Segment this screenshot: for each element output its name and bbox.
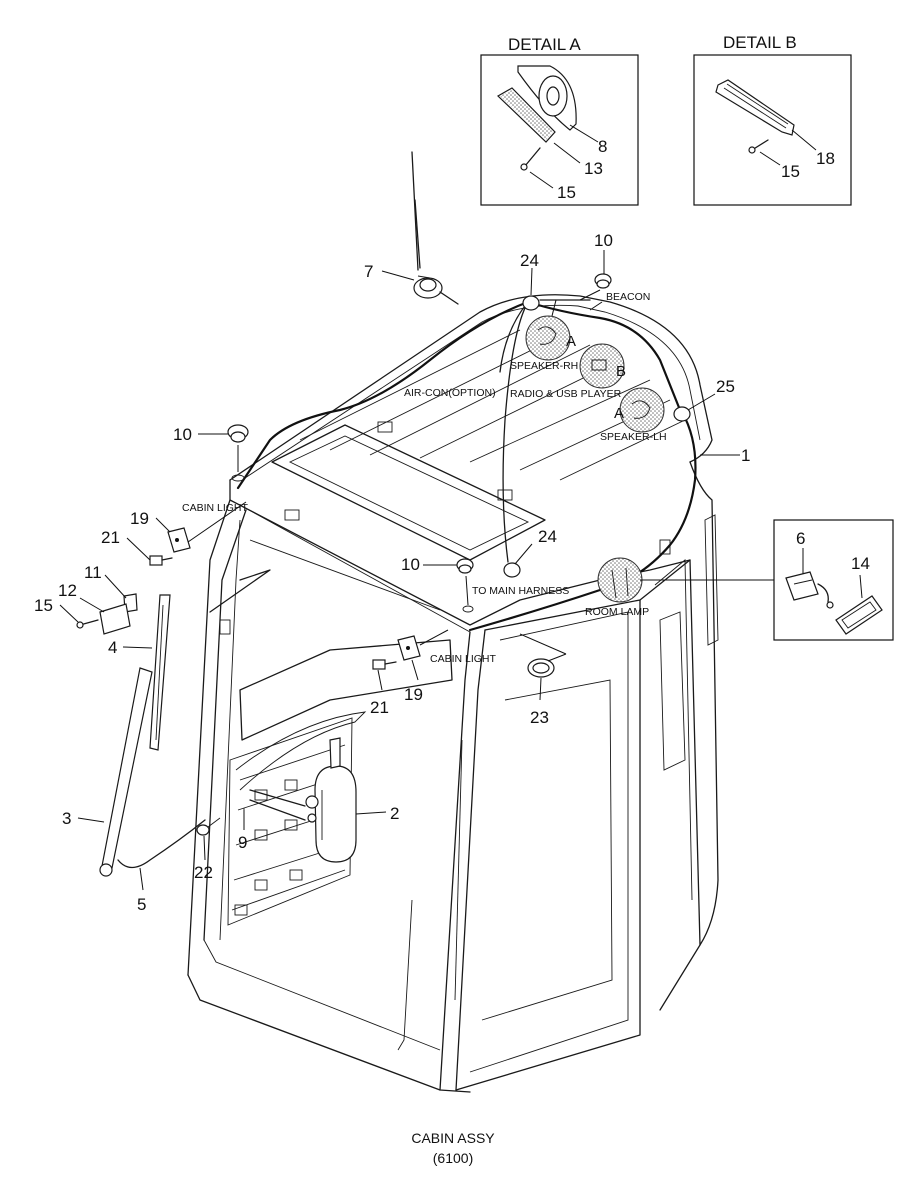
- callout-5: 5: [137, 895, 146, 914]
- diagram-title: CABIN ASSY: [411, 1130, 495, 1146]
- callout-10-mid: 10: [401, 555, 420, 574]
- callout-24-mid: 24: [538, 527, 557, 546]
- callout-21-bottom: 21: [370, 698, 389, 717]
- ref-radio: B: [616, 363, 626, 380]
- label-radio-usb: RADIO & USB PLAYER: [510, 388, 622, 400]
- speaker-lh: [619, 387, 665, 433]
- grommet-part-24-mid: [503, 562, 521, 578]
- callout-3: 3: [62, 809, 71, 828]
- grommet-part-10-top: [594, 273, 612, 289]
- callout-19-top: 19: [130, 509, 149, 528]
- washer-tank-part-2: [305, 737, 357, 863]
- room-lamp-detail-box: [773, 519, 894, 641]
- callout-6: 6: [796, 529, 805, 548]
- label-air-con: AIR-CON(OPTION): [404, 387, 496, 399]
- callout-8: 8: [598, 137, 607, 156]
- gasket-part-23: [527, 658, 555, 678]
- screw-part-15: [76, 619, 99, 629]
- callout-23: 23: [530, 708, 549, 727]
- wiring-harness: [209, 299, 697, 632]
- antenna-part-7: [411, 151, 459, 305]
- callout-15: 15: [34, 596, 53, 615]
- grommet-part-10-left: [227, 424, 249, 482]
- callout-9: 9: [238, 833, 247, 852]
- callout-4: 4: [108, 638, 117, 657]
- speaker-rh: [525, 315, 571, 361]
- bracket-part-19-bottom: [397, 635, 421, 661]
- washer-hose-part-5: [117, 819, 206, 869]
- callout-11: 11: [84, 563, 102, 582]
- detail-a-box: [480, 54, 639, 206]
- bolt-part-21-bottom: [372, 659, 397, 670]
- ref-speaker-lh: A: [614, 405, 624, 422]
- bolt-part-21-top: [149, 555, 173, 566]
- label-speaker-lh: SPEAKER-LH: [600, 431, 667, 443]
- callout-24-top: 24: [520, 251, 539, 270]
- callout-10-left: 10: [173, 425, 192, 444]
- callout-14: 14: [851, 554, 870, 573]
- callout-10-top: 10: [594, 231, 613, 250]
- room-lamp: [597, 557, 643, 603]
- callout-18: 18: [816, 149, 835, 168]
- callout-21-top: 21: [101, 528, 120, 547]
- detail-b-box: [693, 54, 852, 206]
- detail-b-title: DETAIL B: [723, 33, 797, 52]
- label-room-lamp: ROOM LAMP: [585, 606, 649, 618]
- label-cabin-light-bottom: CABIN LIGHT: [430, 653, 497, 665]
- wiper-arm-part-3: [99, 667, 153, 877]
- callout-15-detail-b: 15: [781, 162, 800, 181]
- callout-1: 1: [741, 446, 750, 465]
- callout-13: 13: [584, 159, 603, 178]
- wiper-bracket-part-12: [99, 603, 131, 635]
- callout-15-detail-a: 15: [557, 183, 576, 202]
- diagram-code: (6100): [432, 1150, 474, 1166]
- callout-25: 25: [716, 377, 735, 396]
- label-speaker-rh: SPEAKER-RH: [510, 360, 578, 372]
- radio-usb-player: [579, 343, 625, 389]
- ref-speaker-rh: A: [566, 333, 576, 350]
- detail-a-title: DETAIL A: [508, 35, 581, 54]
- wiper-blade-part-4: [149, 594, 171, 751]
- grommet-part-10-mid: [456, 558, 474, 613]
- grommet-part-25: [673, 406, 691, 422]
- grommet-part-24-top: [522, 295, 540, 311]
- callout-12: 12: [58, 581, 77, 600]
- callout-2: 2: [390, 804, 399, 823]
- nut-part-22: [196, 817, 221, 836]
- leader-lines: [59, 250, 774, 891]
- label-cabin-light-top: CABIN LIGHT: [182, 502, 249, 514]
- callout-22: 22: [194, 863, 213, 882]
- pump-part-9: [243, 789, 306, 826]
- bracket-part-19-top: [167, 527, 191, 553]
- callout-7: 7: [364, 262, 373, 281]
- label-to-main-harness: TO MAIN HARNESS: [472, 585, 569, 597]
- callout-19-bottom: 19: [404, 685, 423, 704]
- label-beacon: BEACON: [606, 291, 650, 303]
